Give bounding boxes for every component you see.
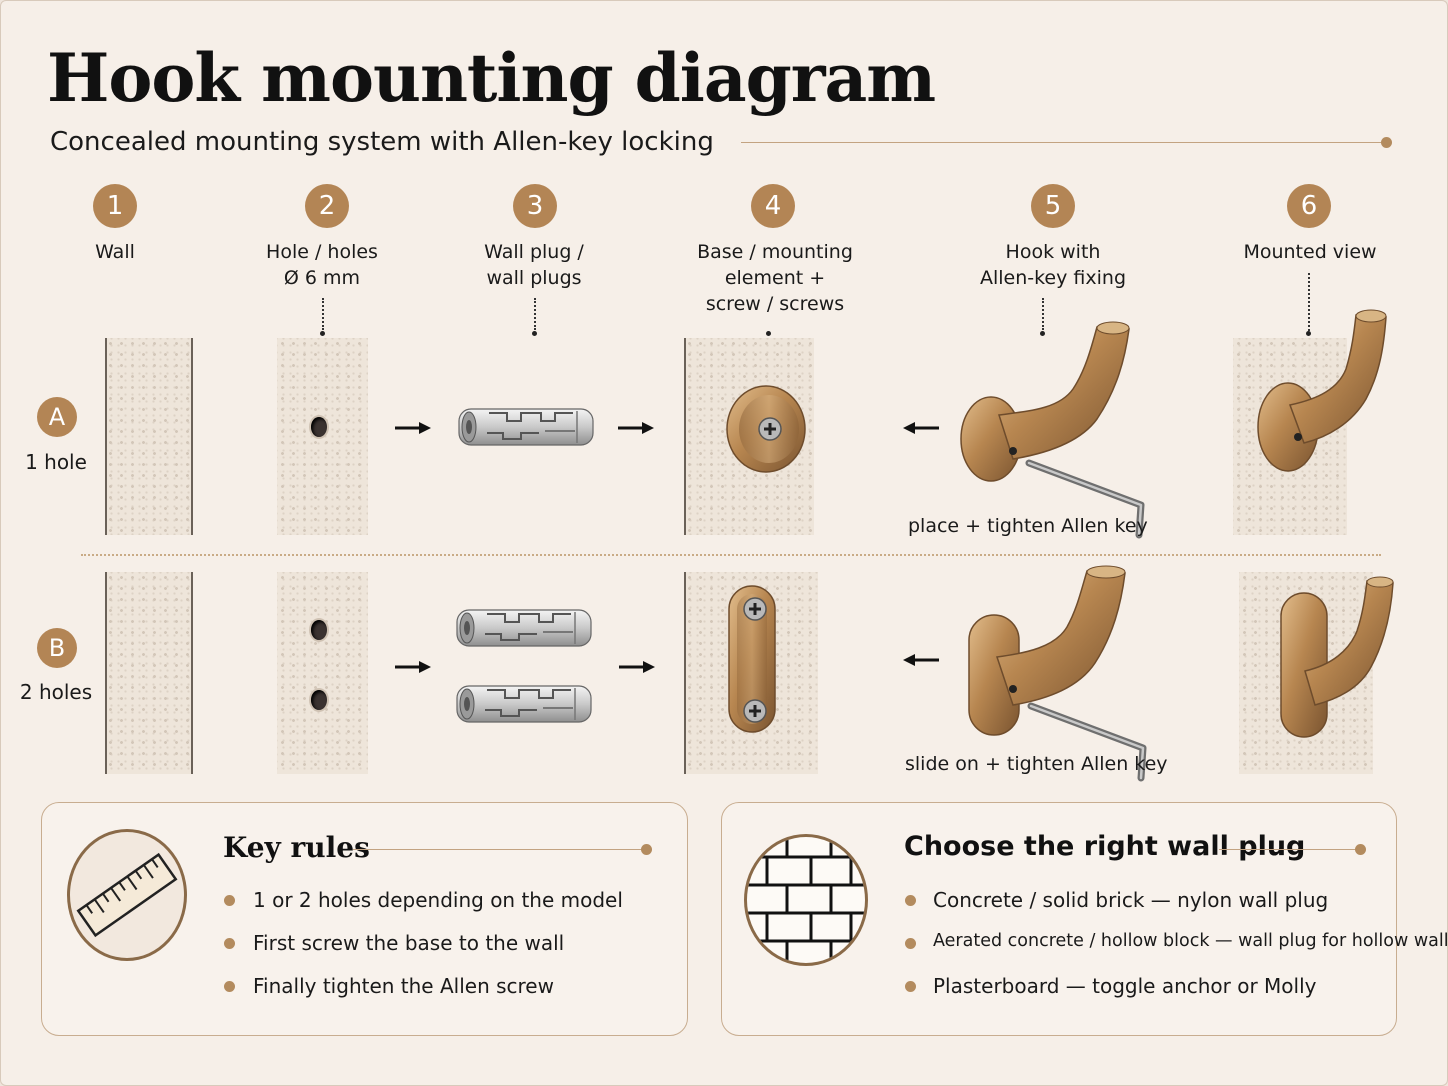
arrow-left-icon bbox=[903, 654, 939, 666]
step-1-number: 1 bbox=[93, 184, 137, 228]
row-b-action-label: slide on + tighten Allen key bbox=[905, 753, 1168, 775]
bullet-dot bbox=[905, 981, 916, 992]
wall-panel-b1 bbox=[105, 572, 193, 774]
wall-panel-b2 bbox=[277, 572, 368, 774]
arrow-right-icon bbox=[618, 422, 654, 434]
wall-panel-a1 bbox=[105, 338, 193, 535]
brick-wall-icon bbox=[747, 837, 865, 963]
wall-plug-rule bbox=[1219, 849, 1357, 850]
page-title: Hook mounting diagram bbox=[47, 39, 936, 117]
step-6-leader bbox=[1308, 273, 1310, 331]
row-a-label: 1 hole bbox=[25, 450, 87, 474]
step-2-leader bbox=[322, 298, 324, 330]
wall-plug-item: Plasterboard — toggle anchor or Molly bbox=[933, 974, 1317, 998]
step-4-label: Base / mounting element + screw / screws bbox=[697, 241, 853, 315]
wall-plug-icon bbox=[456, 685, 592, 723]
key-rules-title: Key rules bbox=[223, 831, 370, 864]
step-3-leader-dot bbox=[532, 331, 537, 336]
wall-edge bbox=[191, 338, 193, 535]
step-4-number: 4 bbox=[751, 184, 795, 228]
wall-edge bbox=[105, 572, 107, 774]
oblong-base-plate bbox=[728, 585, 776, 733]
step-2-leader-dot bbox=[320, 331, 325, 336]
key-rule-item: 1 or 2 holes depending on the model bbox=[253, 888, 623, 912]
ruler-badge bbox=[67, 829, 187, 961]
key-rule-item: First screw the base to the wall bbox=[253, 931, 565, 955]
bullet-dot bbox=[224, 938, 235, 949]
subtitle-rule-dot bbox=[1381, 137, 1392, 148]
hook-icon bbox=[968, 565, 1126, 736]
wall-plug-item: Aerated concrete / hollow block — wall p… bbox=[933, 931, 1448, 951]
wall-plug-title: Choose the right wall plug bbox=[904, 831, 1306, 862]
bullet-dot bbox=[905, 895, 916, 906]
wall-edge bbox=[684, 338, 686, 535]
step-6-number: 6 bbox=[1287, 184, 1331, 228]
step-3-label: Wall plug / wall plugs bbox=[484, 241, 584, 289]
arrow-right-icon bbox=[619, 661, 655, 673]
wall-plug-icon bbox=[458, 408, 594, 446]
wall-edge bbox=[105, 338, 107, 535]
bullet-dot bbox=[905, 938, 916, 949]
step-5-leader bbox=[1042, 298, 1044, 330]
drill-hole bbox=[311, 620, 327, 640]
drill-hole bbox=[311, 417, 327, 437]
step-2-number: 2 bbox=[305, 184, 349, 228]
row-separator bbox=[81, 554, 1381, 556]
page-subtitle: Concealed mounting system with Allen-key… bbox=[50, 127, 714, 157]
row-a-action-label: place + tighten Allen key bbox=[908, 515, 1148, 537]
row-b-badge: B bbox=[37, 628, 77, 668]
key-rule-item: Finally tighten the Allen screw bbox=[253, 974, 554, 998]
wall-plug-icon bbox=[456, 609, 592, 647]
bullet-dot bbox=[224, 895, 235, 906]
drill-hole bbox=[311, 690, 327, 710]
arrow-left-icon bbox=[903, 422, 939, 434]
ruler-icon bbox=[76, 852, 178, 938]
step-3-leader bbox=[534, 298, 536, 330]
wall-panel-a4 bbox=[684, 338, 814, 535]
arrow-right-icon bbox=[395, 422, 431, 434]
brick-wall-badge bbox=[744, 834, 868, 966]
step-3-number: 3 bbox=[513, 184, 557, 228]
wall-panel-a2 bbox=[277, 338, 368, 535]
key-rules-rule-dot bbox=[641, 844, 652, 855]
wall-plug-rule-dot bbox=[1355, 844, 1366, 855]
hook-icon bbox=[1280, 576, 1394, 738]
bullet-dot bbox=[224, 981, 235, 992]
step-5-leader-dot bbox=[1040, 331, 1045, 336]
step-4-leader-dot bbox=[766, 331, 771, 336]
step-5-number: 5 bbox=[1031, 184, 1075, 228]
step-1-label: Wall bbox=[95, 241, 135, 263]
hook-icon bbox=[960, 321, 1130, 482]
subtitle-rule bbox=[741, 142, 1381, 143]
row-a-badge: A bbox=[37, 397, 77, 437]
wall-edge bbox=[684, 572, 686, 774]
step-2-label: Hole / holes Ø 6 mm bbox=[266, 241, 378, 289]
wall-plug-item: Concrete / solid brick — nylon wall plug bbox=[933, 888, 1329, 912]
hook-icon bbox=[1257, 309, 1387, 472]
step-5-label: Hook with Allen-key fixing bbox=[979, 241, 1127, 289]
row-b-label: 2 holes bbox=[19, 680, 93, 704]
arrow-right-icon bbox=[395, 661, 431, 673]
key-rules-rule bbox=[353, 849, 643, 850]
step-6-label: Mounted view bbox=[1243, 241, 1377, 263]
step-6-leader-dot bbox=[1306, 331, 1311, 336]
wall-edge bbox=[191, 572, 193, 774]
round-base-plate bbox=[726, 385, 806, 473]
